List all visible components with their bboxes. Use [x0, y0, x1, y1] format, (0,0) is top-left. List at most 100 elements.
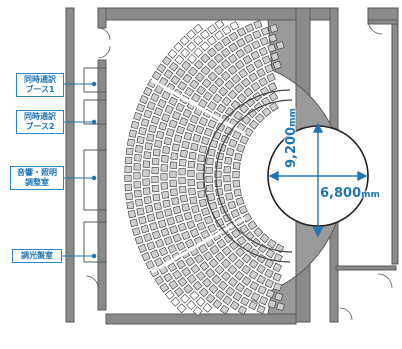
seat: [181, 267, 192, 277]
seat: [206, 193, 216, 202]
seat: [166, 216, 176, 226]
seat: [164, 104, 174, 115]
seat: [233, 188, 242, 197]
seat: [242, 54, 253, 65]
seat: [177, 81, 188, 91]
seat: [236, 93, 247, 104]
seat: [200, 53, 211, 64]
seat: [205, 175, 213, 184]
seat: [207, 59, 218, 70]
seat: [235, 196, 245, 206]
seat: [164, 289, 175, 300]
seat: [134, 189, 142, 198]
seat: [131, 227, 141, 236]
seat: [234, 258, 245, 269]
seat: [124, 183, 133, 192]
seat: [172, 233, 182, 243]
seat: [194, 254, 204, 264]
orchestra-arcs: [203, 89, 293, 263]
seat: [178, 168, 186, 176]
seat: [142, 160, 151, 168]
seat: [232, 291, 243, 302]
seat: [143, 109, 153, 119]
seat: [160, 164, 168, 172]
seat: [185, 256, 195, 267]
seat: [233, 110, 244, 121]
seat: [195, 271, 206, 281]
seat: [224, 156, 233, 165]
seat: [146, 241, 156, 251]
seat: [232, 130, 242, 140]
seat: [200, 29, 210, 40]
seat: [221, 25, 232, 36]
seat: [158, 121, 168, 131]
seat: [236, 235, 247, 246]
seat: [266, 72, 276, 83]
seat: [228, 31, 239, 42]
seat: [173, 134, 183, 143]
seat: [142, 169, 150, 177]
seat: [191, 92, 201, 103]
seat: [258, 295, 269, 306]
seat: [243, 87, 254, 98]
seat: [235, 282, 245, 293]
seat: [260, 26, 270, 36]
seat: [238, 68, 248, 79]
seat: [230, 208, 240, 219]
seat: [179, 117, 189, 127]
seat: [187, 160, 196, 169]
seat: [252, 29, 262, 40]
seat: [170, 152, 179, 161]
seat: [239, 103, 249, 114]
seat: [241, 264, 252, 275]
seat: [136, 135, 145, 145]
seat: [161, 90, 171, 101]
seat: [183, 131, 193, 141]
seat: [208, 84, 219, 94]
seat: [235, 48, 246, 59]
seat: [205, 184, 214, 193]
seat: [221, 245, 232, 256]
seat: [198, 98, 208, 109]
seat: [169, 225, 179, 235]
seat: [163, 69, 174, 79]
seat: [168, 119, 178, 129]
seat: [150, 249, 160, 259]
seat: [176, 241, 186, 251]
seat: [258, 77, 268, 87]
seat: [188, 187, 196, 196]
seat: [135, 144, 143, 153]
seat: [223, 174, 231, 183]
seat: [247, 220, 258, 231]
seat: [176, 259, 186, 270]
seat: [171, 197, 180, 206]
seat: [242, 287, 253, 298]
seat: [141, 252, 151, 262]
seat: [224, 126, 234, 136]
seat: [124, 156, 133, 165]
seat: [234, 152, 243, 162]
seat: [192, 280, 203, 291]
seat: [218, 86, 229, 97]
seat: [169, 170, 177, 178]
seat: [220, 47, 231, 58]
seat: [234, 83, 244, 94]
seat: [194, 72, 205, 83]
seat: [160, 227, 170, 237]
seat: [124, 174, 132, 182]
seat: [192, 133, 202, 143]
seat: [212, 299, 223, 310]
seat: [182, 73, 193, 84]
seat: [221, 96, 232, 107]
seat: [157, 98, 167, 109]
seat: [199, 261, 210, 272]
seat: [243, 44, 253, 54]
seat: [186, 29, 197, 40]
seat: [232, 179, 241, 188]
seat: [229, 20, 240, 31]
seat: [193, 213, 203, 223]
seat: [223, 233, 234, 244]
seat: [256, 304, 266, 314]
seat: [232, 161, 241, 170]
